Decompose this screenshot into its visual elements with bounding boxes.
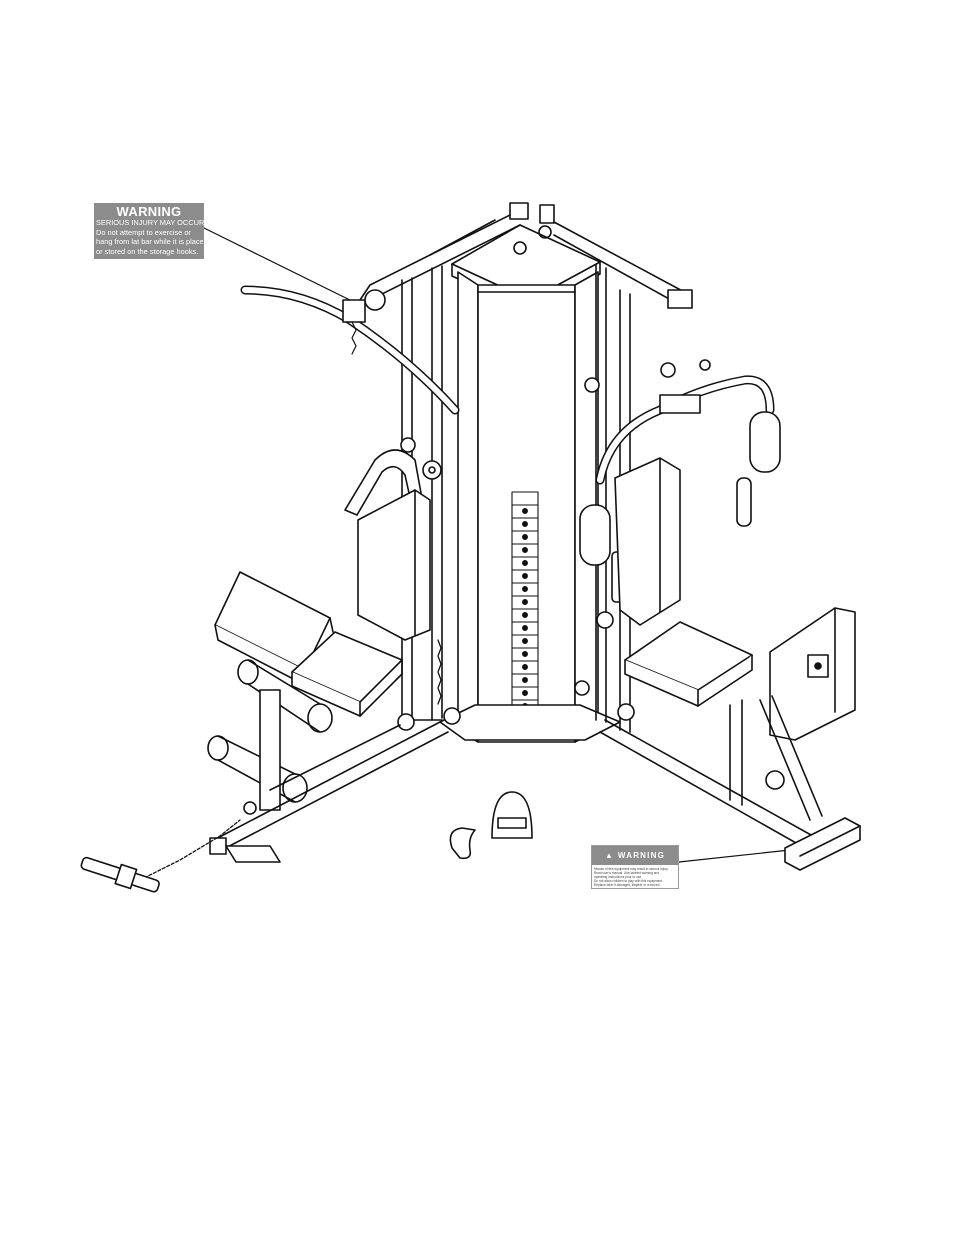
weight-plates — [511, 491, 539, 739]
right-back-pad — [614, 457, 681, 626]
warning-leader-line-bottom — [678, 849, 791, 863]
low-row-handle-and-chain — [80, 801, 257, 893]
left-base-frame — [209, 721, 449, 863]
left-seat-pad — [291, 631, 403, 717]
warning-label-body: Misuse of this equipment may result in s… — [592, 865, 678, 888]
warning-label-line: Misuse of this equipment may result in s… — [594, 867, 669, 871]
warning-label-line: or stored on the storage hooks. — [96, 246, 199, 256]
warning-label-line: hang from lat bar while it is placed — [96, 237, 204, 247]
left-cable-chain — [437, 639, 442, 705]
warning-label-base: ▲ WARNING Misuse of this equipment may r… — [591, 845, 679, 889]
warning-label-line: Replace label if damaged, illegible or r… — [594, 883, 661, 887]
warning-label-line: Read user's manual. Use labeled warning … — [594, 871, 660, 875]
preacher-curl-pad — [214, 571, 334, 686]
warning-label-title: WARNING — [617, 851, 665, 860]
warning-label-title: WARNING — [116, 204, 182, 219]
pec-deck-arms — [595, 359, 775, 485]
tower-base — [439, 704, 621, 741]
stirrup-handles — [449, 791, 533, 860]
right-seat-pad — [624, 621, 753, 707]
warning-leader-line-top — [203, 227, 361, 306]
warning-label-line: SERIOUS INJURY MAY OCCUR — [96, 218, 204, 227]
leg-press-plate — [769, 607, 856, 741]
lat-pulldown-bar — [240, 285, 460, 415]
warning-label-lat-bar: WARNING SERIOUS INJURY MAY OCCUR Do not … — [94, 203, 204, 259]
warning-label-line: Do not allow children to play with this … — [594, 879, 663, 883]
top-frame — [359, 202, 693, 313]
warning-label-header: ▲ WARNING — [592, 846, 678, 865]
warning-label-line: Do not attempt to exercise or — [96, 227, 191, 237]
left-back-pad — [357, 489, 431, 641]
warning-triangle-icon: ▲ — [605, 850, 613, 860]
right-base-frame — [599, 695, 861, 871]
right-pulleys — [574, 362, 785, 790]
left-pulleys — [397, 437, 461, 731]
warning-label-line: operating instructions prior to use. — [594, 875, 643, 879]
